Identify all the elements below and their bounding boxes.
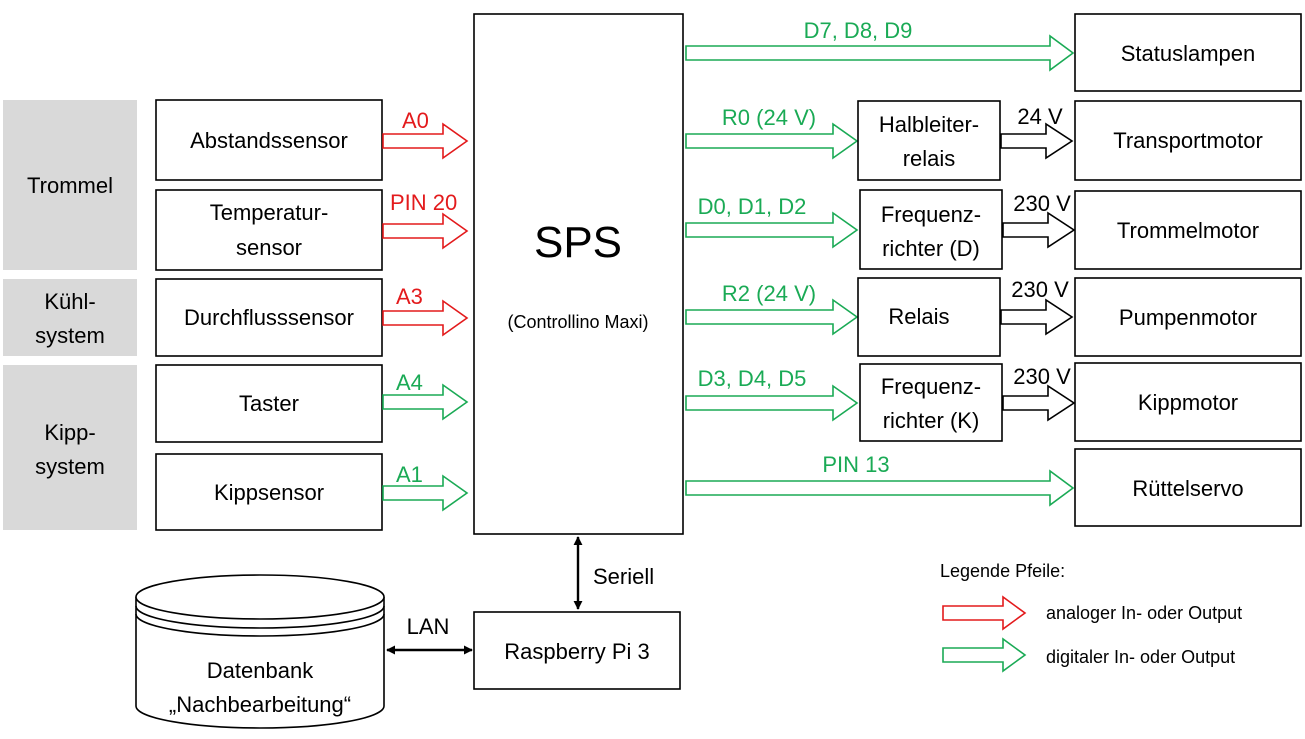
kippmotor-label: Kippmotor	[1138, 390, 1238, 415]
output-label-d345: D3, D4, D5	[698, 366, 807, 391]
voltage-label-pumpe: 230 V	[1011, 277, 1069, 302]
group-panel-trommel	[3, 100, 137, 270]
legend-digital-label: digitaler In- oder Output	[1046, 647, 1235, 667]
frequenzrichter-d-box	[859, 189, 1003, 270]
group-panel-kuehlsystem	[3, 279, 137, 356]
sps-title: SPS	[534, 218, 622, 267]
legend-analog-label: analoger In- oder Output	[1046, 603, 1242, 623]
kippmotor-box	[1074, 362, 1302, 442]
arrow-power-pumpe	[1000, 298, 1074, 336]
frequenzrichter-d-label-2: richter (D)	[882, 236, 980, 261]
arrow-a4-input	[382, 383, 469, 421]
serial-label: Seriell	[593, 564, 654, 589]
output-label-pin13: PIN 13	[822, 452, 889, 477]
arrow-a0-input	[382, 122, 469, 160]
group-label-trommel: Trommel	[27, 173, 113, 198]
group-label-kuehl-1: Kühl-	[44, 289, 95, 314]
group-label-kuehl-2: system	[35, 323, 105, 348]
voltage-label-kipp: 230 V	[1013, 364, 1071, 389]
relais-box	[857, 277, 1001, 357]
output-label-d012: D0, D1, D2	[698, 194, 807, 219]
temperatursensor-box	[155, 189, 383, 271]
input-label-a1: A1	[396, 462, 423, 487]
relais-label: Relais	[888, 304, 949, 329]
sps-subtitle: (Controllino Maxi)	[507, 312, 648, 332]
legend-digital-arrow-icon	[942, 637, 1027, 673]
output-label-r2: R2 (24 V)	[722, 281, 816, 306]
arrow-d012-output	[685, 211, 859, 249]
statuslampen-box	[1074, 13, 1302, 92]
trommelmotor-label: Trommelmotor	[1117, 218, 1259, 243]
database-label-2: „Nachbearbeitung“	[169, 692, 351, 717]
kippsensor-label: Kippsensor	[214, 480, 324, 505]
lan-label: LAN	[407, 614, 450, 639]
ruettelservo-box	[1074, 448, 1302, 527]
abstandssensor-box	[155, 99, 383, 181]
temperatursensor-label-2: sensor	[236, 235, 302, 260]
sps-box	[473, 13, 684, 535]
arrow-power-trommel	[1002, 211, 1076, 249]
legend-analog-arrow-icon	[942, 595, 1027, 631]
taster-label: Taster	[239, 391, 299, 416]
arrow-a1-input	[382, 474, 469, 512]
transportmotor-box	[1074, 100, 1302, 181]
input-label-a0: A0	[402, 108, 429, 133]
abstandssensor-label: Abstandssensor	[190, 128, 348, 153]
raspberry-pi-box	[473, 611, 681, 690]
statuslampen-label: Statuslampen	[1121, 41, 1256, 66]
frequenzrichter-k-label-1: Frequenz-	[881, 374, 981, 399]
arrow-pin13-output	[685, 469, 1075, 507]
arrow-a3-input	[382, 299, 469, 337]
arrow-power-transport	[1000, 122, 1074, 160]
pumpenmotor-box	[1074, 277, 1302, 357]
voltage-label-trommel: 230 V	[1013, 191, 1071, 216]
raspberry-pi-label: Raspberry Pi 3	[504, 639, 650, 664]
durchflusssensor-label: Durchflusssensor	[184, 305, 354, 330]
group-label-kipp-2: system	[35, 454, 105, 479]
output-label-r0: R0 (24 V)	[722, 105, 816, 130]
database-cylinder-icon	[135, 574, 385, 729]
trommelmotor-box	[1074, 190, 1302, 270]
taster-box	[155, 364, 383, 443]
group-label-kipp-1: Kipp-	[44, 420, 95, 445]
group-panel-kippsystem	[3, 365, 137, 530]
database-label-1: Datenbank	[207, 658, 314, 683]
legend-title: Legende Pfeile:	[940, 561, 1065, 581]
frequenzrichter-k-label-2: richter (K)	[883, 408, 980, 433]
arrow-power-kipp	[1002, 384, 1076, 422]
pumpenmotor-label: Pumpenmotor	[1119, 305, 1257, 330]
arrow-r2-output	[685, 298, 859, 336]
transportmotor-label: Transportmotor	[1113, 128, 1263, 153]
halbleiterrelais-label-2: relais	[903, 146, 956, 171]
halbleiterrelais-box	[857, 100, 1001, 181]
temperatursensor-label-1: Temperatur-	[210, 200, 329, 225]
durchflusssensor-box	[155, 278, 383, 357]
ruettelservo-label: Rüttelservo	[1132, 476, 1243, 501]
input-label-a3: A3	[396, 284, 423, 309]
arrow-pin20-input	[382, 212, 469, 250]
arrow-d789-output	[685, 34, 1075, 72]
frequenzrichter-k-box	[859, 363, 1003, 442]
halbleiterrelais-label-1: Halbleiter-	[879, 112, 979, 137]
input-label-pin20: PIN 20	[390, 190, 457, 215]
input-label-a4: A4	[396, 370, 423, 395]
kippsensor-box	[155, 453, 383, 531]
arrow-d345-output	[685, 384, 859, 422]
arrow-r0-output	[685, 122, 859, 160]
frequenzrichter-d-label-1: Frequenz-	[881, 202, 981, 227]
voltage-label-transport: 24 V	[1017, 104, 1063, 129]
output-label-d789: D7, D8, D9	[804, 18, 913, 43]
